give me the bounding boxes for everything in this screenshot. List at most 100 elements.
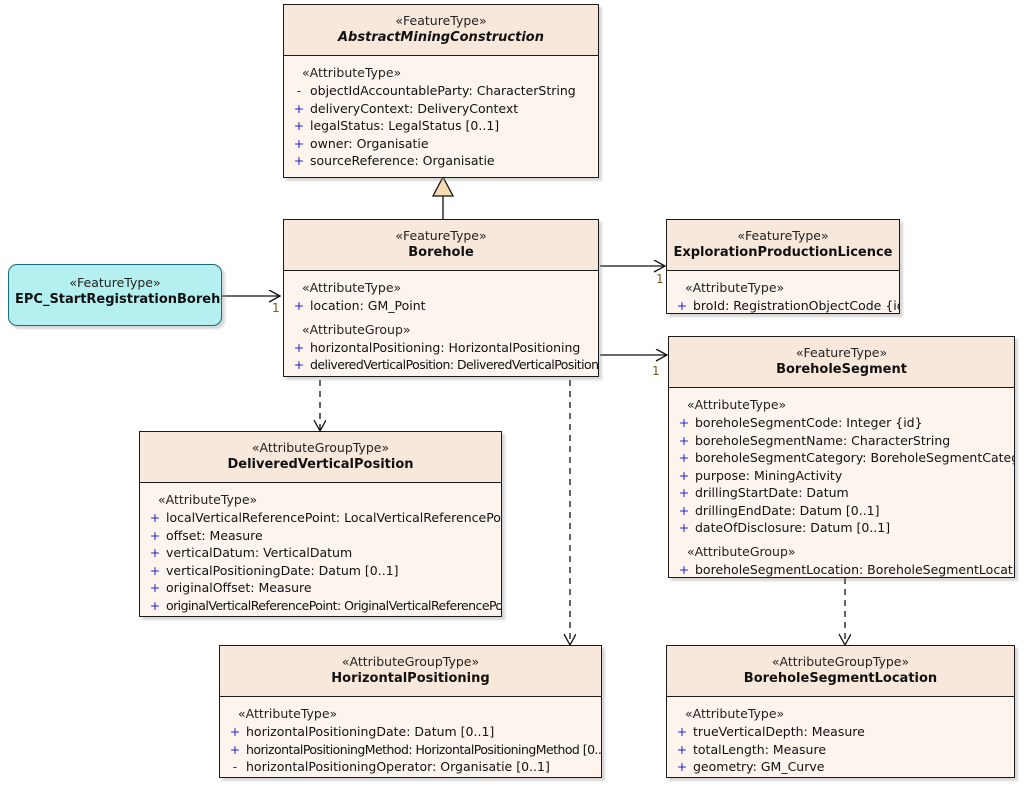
- attribute-row: + deliveredVerticalPosition: DeliveredVe…: [288, 356, 598, 374]
- attribute-signature: objectIdAccountableParty: CharacterStrin…: [310, 83, 576, 98]
- attribute-row: + geometry: GM_Curve: [671, 758, 1010, 776]
- class-header-borehole-segment-location: «AttributeGroupType» BoreholeSegmentLoca…: [667, 646, 1014, 697]
- attribute-row: + horizontalPositioning: HorizontalPosit…: [288, 339, 594, 357]
- visibility-marker: +: [676, 741, 688, 757]
- class-title: BoreholeSegmentLocation: [743, 671, 938, 686]
- class-stereotype: «FeatureType»: [395, 13, 487, 28]
- class-header-horizontal-positioning: «AttributeGroupType» HorizontalPositioni…: [220, 646, 601, 697]
- attribute-row: + boreholeSegmentName: CharacterString: [673, 432, 1010, 450]
- class-body-horizontal-positioning: «AttributeType» + horizontalPositioningD…: [220, 697, 601, 777]
- attribute-signature: purpose: MiningActivity: [695, 467, 843, 483]
- attribute-row: + offset: Measure: [144, 527, 497, 545]
- visibility-marker: +: [293, 100, 305, 116]
- attribute-signature: horizontalPositioning: HorizontalPositio…: [310, 339, 581, 355]
- class-body-borehole: «AttributeType» + location: GM_Point «At…: [284, 271, 598, 376]
- attribute-signature: totalLength: Measure: [693, 741, 827, 757]
- attribute-row: + horizontalPositioningMethod: Horizonta…: [224, 741, 601, 759]
- attribute-signature: owner: Organisatie: [310, 135, 429, 151]
- class-body-exploration-production-licence: «AttributeType» + broId: RegistrationObj…: [667, 271, 899, 313]
- attribute-signature: offset: Measure: [166, 527, 263, 543]
- visibility-marker: +: [678, 432, 690, 448]
- attribute-row: + location: GM_Point: [288, 297, 594, 315]
- attribute-group-label: «AttributeGroup»: [687, 543, 796, 559]
- visibility-marker: -: [232, 759, 238, 774]
- class-borehole-segment[interactable]: «FeatureType» BoreholeSegment «Attribute…: [668, 336, 1015, 578]
- attribute-signature: verticalDatum: VerticalDatum: [166, 545, 353, 560]
- class-body-borehole-segment: «AttributeType» + boreholeSegmentCode: I…: [669, 388, 1014, 578]
- class-stereotype: «FeatureType»: [737, 228, 829, 243]
- visibility-marker: +: [149, 580, 161, 595]
- attribute-group-label: «AttributeType»: [238, 706, 338, 721]
- class-horizontal-positioning[interactable]: «AttributeGroupType» HorizontalPositioni…: [219, 645, 602, 778]
- attribute-group-label: «AttributeType»: [302, 65, 402, 80]
- attribute-row: + boreholeSegmentLocation: BoreholeSegme…: [673, 561, 1014, 578]
- class-epc-start-registration-borehole[interactable]: «FeatureType» EPC_StartRegistrationBoreh…: [8, 264, 222, 326]
- attribute-row: - objectIdAccountableParty: CharacterStr…: [288, 82, 594, 100]
- visibility-marker: +: [678, 502, 690, 518]
- attribute-signature: trueVerticalDepth: Measure: [693, 724, 865, 739]
- class-title: DeliveredVerticalPosition: [227, 457, 414, 472]
- class-title: BoreholeSegment: [776, 362, 907, 377]
- attribute-row: + dateOfDisclosure: Datum [0..1]: [673, 519, 1010, 537]
- visibility-marker: +: [678, 467, 690, 483]
- attribute-row: + boreholeSegmentCategory: BoreholeSegme…: [673, 449, 1014, 467]
- attribute-signature: horizontalPositioningMethod: HorizontalP…: [246, 741, 602, 757]
- attribute-signature: deliveryContext: DeliveryContext: [310, 100, 519, 116]
- attribute-signature: dateOfDisclosure: Datum [0..1]: [695, 520, 891, 535]
- attribute-row: + deliveryContext: DeliveryContext: [288, 100, 594, 118]
- attribute-row: + drillingStartDate: Datum: [673, 484, 1010, 502]
- attribute-signature: boreholeSegmentLocation: BoreholeSegment…: [695, 561, 1014, 577]
- class-body-borehole-segment-location: «AttributeType» + trueVerticalDepth: Mea…: [667, 697, 1014, 777]
- class-stereotype: «AttributeGroupType»: [251, 440, 390, 455]
- attribute-group-label: «AttributeType»: [685, 280, 785, 295]
- attribute-group-label: «AttributeType»: [158, 492, 258, 507]
- attribute-signature: legalStatus: LegalStatus [0..1]: [310, 118, 500, 133]
- attribute-row: + verticalPositioningDate: Datum [0..1]: [144, 562, 497, 580]
- attribute-row: + originalOffset: Measure: [144, 579, 497, 597]
- attribute-row: + drillingEndDate: Datum [0..1]: [673, 502, 1010, 520]
- attribute-row: - horizontalPositioningOperator: Organis…: [224, 758, 597, 776]
- class-title: AbstractMiningConstruction: [338, 30, 544, 45]
- attribute-signature: sourceReference: Organisatie: [310, 153, 495, 168]
- attribute-group-label: «AttributeType»: [687, 397, 787, 412]
- visibility-marker: +: [149, 545, 161, 560]
- class-delivered-vertical-position[interactable]: «AttributeGroupType» DeliveredVerticalPo…: [139, 431, 502, 617]
- class-borehole-segment-location[interactable]: «AttributeGroupType» BoreholeSegmentLoca…: [666, 645, 1015, 778]
- attribute-row: + localVerticalReferencePoint: LocalVert…: [144, 509, 501, 527]
- attribute-signature: deliveredVerticalPosition: DeliveredVert…: [310, 357, 599, 372]
- attribute-row: + purpose: MiningActivity: [673, 467, 1010, 485]
- attribute-row: + owner: Organisatie: [288, 135, 594, 153]
- visibility-marker: +: [678, 415, 690, 430]
- attribute-group-label: «AttributeType»: [302, 280, 402, 295]
- attribute-row: + verticalDatum: VerticalDatum: [144, 544, 497, 562]
- attribute-row: + trueVerticalDepth: Measure: [671, 723, 1010, 741]
- attribute-row: + originalVerticalReferencePoint: Origin…: [144, 597, 501, 615]
- visibility-marker: -: [296, 83, 302, 98]
- visibility-marker: +: [676, 724, 688, 739]
- attribute-row: + legalStatus: LegalStatus [0..1]: [288, 117, 594, 135]
- visibility-marker: +: [293, 135, 305, 151]
- visibility-marker: +: [676, 759, 688, 774]
- attribute-row: + boreholeSegmentCode: Integer {id}: [673, 414, 1010, 432]
- visibility-marker: +: [149, 597, 161, 613]
- class-stereotype: «FeatureType»: [795, 345, 888, 360]
- visibility-marker: +: [149, 562, 161, 578]
- attribute-signature: geometry: GM_Curve: [693, 759, 825, 774]
- visibility-marker: +: [293, 339, 305, 355]
- attribute-signature: boreholeSegmentCategory: BoreholeSegment…: [695, 450, 1015, 465]
- class-exploration-production-licence[interactable]: «FeatureType» ExplorationProductionLicen…: [666, 219, 900, 314]
- visibility-marker: +: [676, 298, 688, 313]
- visibility-marker: +: [293, 357, 305, 372]
- visibility-marker: +: [293, 118, 305, 133]
- class-abstract-mining-construction[interactable]: «FeatureType» AbstractMiningConstruction…: [283, 4, 599, 178]
- attribute-signature: horizontalPositioningDate: Datum [0..1]: [246, 724, 495, 739]
- attribute-signature: originalOffset: Measure: [166, 580, 312, 595]
- attribute-signature: broId: RegistrationObjectCode {id}: [693, 298, 900, 313]
- class-borehole[interactable]: «FeatureType» Borehole «AttributeType» +…: [283, 219, 599, 377]
- attribute-signature: localVerticalReferencePoint: LocalVertic…: [166, 510, 502, 525]
- class-header-borehole: «FeatureType» Borehole: [284, 220, 598, 271]
- attribute-row: + broId: RegistrationObjectCode {id}: [671, 297, 899, 313]
- visibility-marker: +: [678, 561, 690, 577]
- multiplicity-epc-to-borehole: 1: [272, 301, 280, 315]
